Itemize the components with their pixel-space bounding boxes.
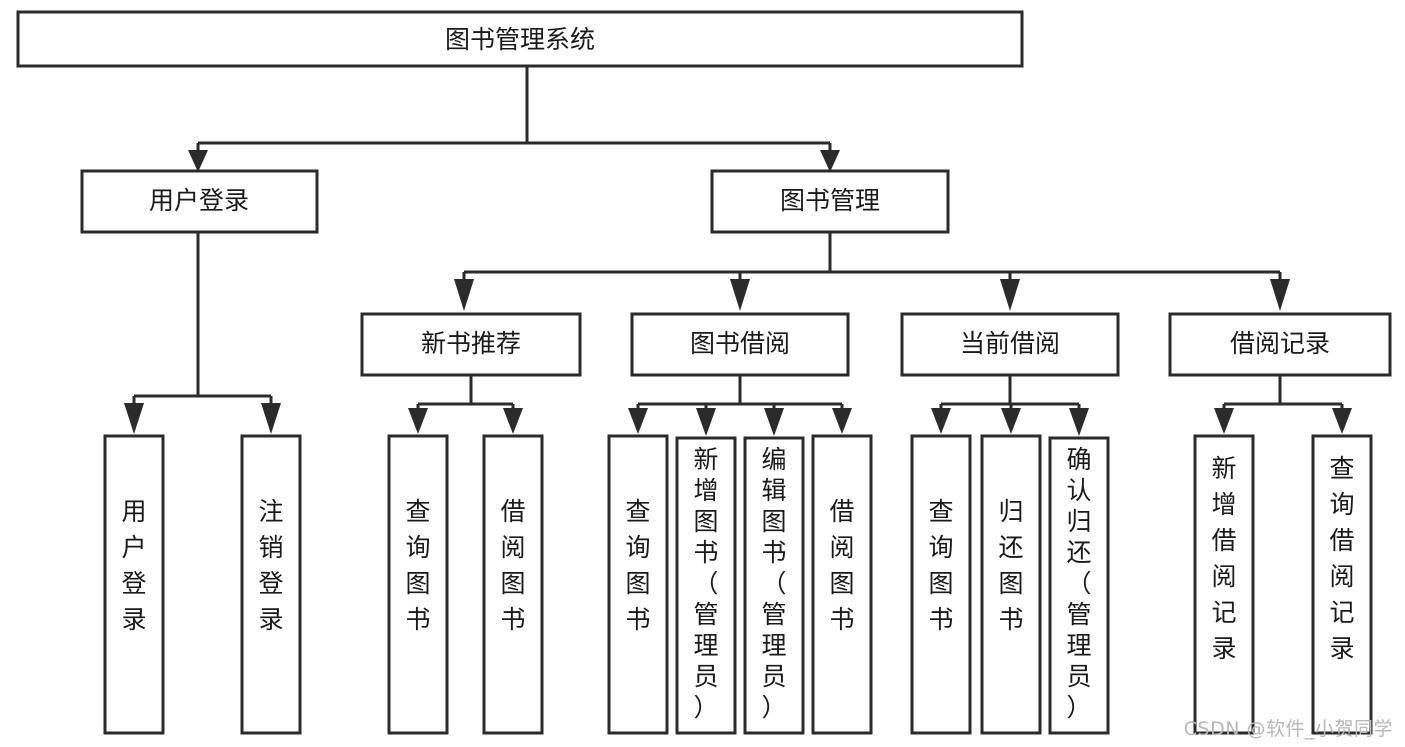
node-leaf-return-book[interactable]: 归还图书 bbox=[980, 434, 1042, 735]
node-leaf-return-book-label: 归还图书 bbox=[998, 497, 1023, 634]
node-root-box[interactable] bbox=[16, 10, 1024, 68]
node-leaf-edit-book[interactable]: 编辑图书（管理员） bbox=[743, 436, 805, 735]
node-leaf-borrow-book-1-label: 借阅图书 bbox=[500, 497, 525, 634]
node-borrow-record-label: 借阅记录 bbox=[1230, 329, 1330, 358]
connectors-root-to-level2 bbox=[188, 66, 840, 172]
arrow-head-borrow-record bbox=[1270, 279, 1290, 311]
node-leaf-edit-book-label: 编辑图书（管理员） bbox=[761, 445, 786, 722]
node-leaf-query-record-box[interactable] bbox=[1311, 434, 1373, 735]
node-user-login[interactable]: 用户登录 bbox=[80, 169, 319, 234]
node-leaf-add-book-label: 新增图书（管理员） bbox=[693, 445, 718, 722]
connector-borrow-record bbox=[1222, 375, 1344, 410]
node-leaf-borrow-book-2[interactable]: 借阅图书 bbox=[811, 434, 873, 735]
arrow-head-leaf-query-book-2 bbox=[628, 408, 648, 434]
node-leaf-query-record[interactable]: 查询借阅记录 bbox=[1311, 434, 1373, 735]
node-new-book-recommend[interactable]: 新书推荐 bbox=[360, 312, 582, 377]
node-leaf-query-book-1[interactable]: 查询图书 bbox=[387, 434, 449, 735]
node-book-manage-box[interactable] bbox=[710, 169, 950, 234]
node-current-borrow[interactable]: 当前借阅 bbox=[900, 312, 1120, 377]
node-user-login-box[interactable] bbox=[80, 169, 319, 234]
node-leaf-add-book[interactable]: 新增图书（管理员） bbox=[675, 436, 737, 735]
node-leaf-confirm-return-label: 确认归还（管理员） bbox=[1066, 445, 1091, 722]
node-leaf-add-record-box[interactable] bbox=[1193, 434, 1255, 735]
node-leaf-logout-login-box[interactable] bbox=[240, 434, 302, 735]
node-leaf-borrow-book-2-label: 借阅图书 bbox=[829, 497, 854, 634]
node-leaf-return-book-box[interactable] bbox=[980, 434, 1042, 735]
node-current-borrow-box[interactable] bbox=[900, 312, 1120, 377]
node-leaf-borrow-book-1[interactable]: 借阅图书 bbox=[482, 434, 544, 735]
node-leaf-confirm-return-box[interactable] bbox=[1048, 436, 1110, 735]
node-user-login-label: 用户登录 bbox=[149, 186, 249, 215]
node-leaf-query-book-3[interactable]: 查询图书 bbox=[910, 434, 972, 735]
connectors-user-login-to-leaves bbox=[124, 232, 281, 434]
node-new-book-recommend-box[interactable] bbox=[360, 312, 582, 377]
arrow-head-leaf-borrow-book-1 bbox=[503, 408, 523, 434]
arrow-head-leaf-logout-login bbox=[261, 403, 281, 434]
node-leaf-add-record[interactable]: 新增借阅记录 bbox=[1193, 434, 1255, 735]
node-root-label: 图书管理系统 bbox=[445, 25, 595, 54]
arrow-head-book-borrow bbox=[730, 279, 750, 311]
node-leaf-user-login-label: 用户登录 bbox=[121, 497, 146, 634]
arrow-head-leaf-add-record bbox=[1214, 408, 1234, 434]
node-leaf-logout-login-label: 注销登录 bbox=[258, 497, 283, 634]
node-book-manage[interactable]: 图书管理 bbox=[710, 169, 950, 234]
node-book-borrow-box[interactable] bbox=[630, 312, 850, 377]
node-leaf-query-book-1-box[interactable] bbox=[387, 434, 449, 735]
node-book-manage-label: 图书管理 bbox=[780, 186, 880, 215]
node-leaf-borrow-book-1-box[interactable] bbox=[482, 434, 544, 735]
node-leaf-confirm-return[interactable]: 确认归还（管理员） bbox=[1048, 436, 1110, 735]
node-leaf-user-login-box[interactable] bbox=[103, 434, 165, 735]
node-leaf-edit-book-box[interactable] bbox=[743, 436, 805, 735]
node-new-book-recommend-label: 新书推荐 bbox=[421, 329, 521, 358]
arrow-head-leaf-user-login bbox=[124, 403, 144, 434]
node-leaf-query-book-2[interactable]: 查询图书 bbox=[607, 434, 669, 735]
connector-new-book-recommend bbox=[416, 375, 515, 410]
arrow-head-leaf-return-book bbox=[1001, 408, 1021, 434]
node-book-borrow-label: 图书借阅 bbox=[690, 329, 790, 358]
arrow-head-user-login bbox=[188, 150, 208, 172]
connectors-book-borrow-to-leaves bbox=[628, 375, 852, 436]
node-leaf-query-book-3-label: 查询图书 bbox=[928, 497, 953, 634]
connector-user-login bbox=[132, 232, 273, 405]
node-borrow-record[interactable]: 借阅记录 bbox=[1168, 312, 1392, 377]
node-root[interactable]: 图书管理系统 bbox=[16, 10, 1024, 68]
connectors-borrow-record-to-leaves bbox=[1214, 375, 1352, 434]
arrow-head-leaf-edit-book bbox=[764, 408, 784, 436]
node-leaf-add-book-box[interactable] bbox=[675, 436, 737, 735]
node-leaf-add-record-label: 新增借阅记录 bbox=[1211, 454, 1236, 663]
connector-current-borrow bbox=[939, 375, 1081, 410]
node-leaf-user-login[interactable]: 用户登录 bbox=[103, 434, 165, 735]
arrow-head-leaf-query-book-1 bbox=[408, 408, 428, 434]
connector-book-manage bbox=[462, 232, 1282, 281]
connector-root bbox=[196, 66, 832, 152]
arrow-head-current-borrow bbox=[1000, 279, 1020, 311]
arrow-head-book-manage bbox=[820, 150, 840, 172]
node-leaf-borrow-book-2-box[interactable] bbox=[811, 434, 873, 735]
node-leaf-query-book-3-box[interactable] bbox=[910, 434, 972, 735]
arrow-head-leaf-confirm-return bbox=[1069, 408, 1089, 436]
arrow-head-leaf-borrow-book-2 bbox=[832, 408, 852, 434]
node-leaf-query-record-label: 查询借阅记录 bbox=[1329, 454, 1354, 663]
node-leaf-query-book-2-box[interactable] bbox=[607, 434, 669, 735]
node-borrow-record-box[interactable] bbox=[1168, 312, 1392, 377]
arrow-head-leaf-query-record bbox=[1332, 408, 1352, 434]
node-current-borrow-label: 当前借阅 bbox=[960, 329, 1060, 358]
arrow-head-leaf-query-book-3 bbox=[931, 408, 951, 434]
node-leaf-logout-login[interactable]: 注销登录 bbox=[240, 434, 302, 735]
node-leaf-query-book-2-label: 查询图书 bbox=[625, 497, 650, 634]
arrow-head-new-book-recommend bbox=[454, 279, 474, 311]
connectors-current-borrow-to-leaves bbox=[931, 375, 1089, 436]
connectors-book-manage-to-level3 bbox=[454, 232, 1290, 311]
arrow-head-leaf-add-book bbox=[696, 408, 716, 436]
node-leaf-query-book-1-label: 查询图书 bbox=[405, 497, 430, 634]
node-book-borrow[interactable]: 图书借阅 bbox=[630, 312, 850, 377]
connector-book-borrow bbox=[636, 375, 844, 410]
connectors-new-book-recommend-to-leaves bbox=[408, 375, 523, 434]
